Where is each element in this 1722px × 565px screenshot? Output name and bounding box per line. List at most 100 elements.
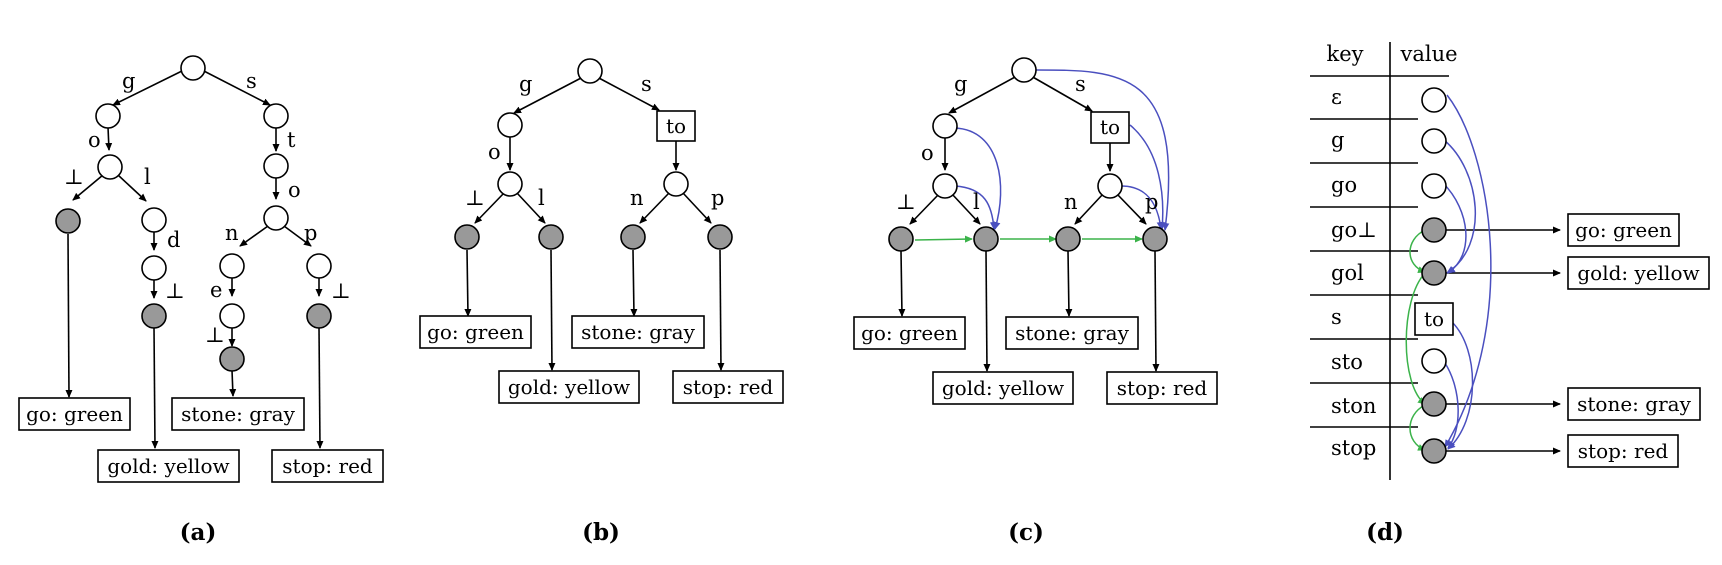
b-leaf-stop bbox=[707, 224, 733, 250]
value-node-epsilon bbox=[1421, 87, 1447, 113]
key-cell: s bbox=[1331, 305, 1342, 329]
value-box-stone: stone: gray bbox=[1015, 321, 1129, 345]
edge-label: g bbox=[954, 72, 967, 96]
edge-label: t bbox=[287, 128, 296, 152]
c-node-g bbox=[932, 113, 958, 139]
value-node-g bbox=[1421, 128, 1447, 154]
b-root-node bbox=[577, 58, 603, 84]
panel-b-edges bbox=[464, 76, 725, 371]
panel-a-value-boxes: go: green gold: yellow stone: gray stop:… bbox=[18, 397, 384, 483]
value-compressed-label: to bbox=[1424, 307, 1444, 331]
edge-label: ⊥ bbox=[205, 323, 225, 347]
key-cell: ston bbox=[1331, 394, 1376, 418]
b-leaf-stone bbox=[620, 224, 646, 250]
panel-a-edges bbox=[65, 68, 324, 449]
c-leaf-gold bbox=[973, 226, 999, 252]
value-column-header: value bbox=[1399, 42, 1457, 66]
edge-label: s bbox=[246, 69, 257, 93]
c-leaf-stop bbox=[1142, 226, 1168, 252]
a-node-ston bbox=[219, 253, 245, 279]
key-column-header: key bbox=[1326, 42, 1363, 66]
panel-b-trie: to g s o ⊥ l n p go: green gold: yellow … bbox=[419, 58, 784, 546]
value-node-sto bbox=[1421, 348, 1447, 374]
a-root-node bbox=[180, 55, 206, 81]
panel-c-blue-pointers bbox=[954, 69, 1170, 231]
panel-c-edges bbox=[898, 75, 1160, 372]
key-cell: sto bbox=[1331, 350, 1363, 374]
edge-label: g bbox=[519, 72, 532, 96]
value-box-go: go: green bbox=[1575, 218, 1672, 242]
edge-label: l bbox=[144, 165, 151, 189]
panel-d-green-pointers bbox=[1405, 229, 1426, 451]
a-leaf-stop bbox=[306, 303, 332, 329]
edge-label: ⊥ bbox=[896, 190, 916, 214]
a-leaf-go bbox=[55, 208, 81, 234]
value-box-stone: stone: gray bbox=[581, 320, 695, 344]
panel-c-labels: g s o ⊥ l n p bbox=[896, 72, 1158, 214]
value-leaf-go bbox=[1421, 217, 1447, 243]
panel-c-trie: to g s o ⊥ l n p go: green gold: yellow … bbox=[853, 57, 1218, 546]
edge-label: e bbox=[210, 278, 222, 302]
edge-label: p bbox=[304, 221, 317, 245]
value-box-stop: stop: red bbox=[282, 454, 373, 478]
a-node-gol bbox=[141, 207, 167, 233]
a-node-g bbox=[95, 103, 121, 129]
edge-label: o bbox=[921, 141, 934, 165]
value-leaf-ston bbox=[1421, 391, 1447, 417]
a-node-st bbox=[263, 153, 289, 179]
key-cells: ε g go go⊥ gol s sto ston stop bbox=[1331, 85, 1377, 460]
a-node-go bbox=[97, 154, 123, 180]
edge-label: l bbox=[538, 186, 545, 210]
edge-label: ⊥ bbox=[64, 165, 84, 189]
caption-b: (b) bbox=[582, 519, 620, 546]
value-box-go: go: green bbox=[861, 321, 958, 345]
b-node-go bbox=[497, 171, 523, 197]
panel-c-green-pointers bbox=[914, 235, 1143, 243]
key-cell: ε bbox=[1331, 85, 1342, 109]
edge-label: ⊥ bbox=[165, 279, 185, 303]
edge-label: o bbox=[288, 178, 301, 202]
a-leaf-gold bbox=[141, 303, 167, 329]
c-leaf-stone bbox=[1055, 226, 1081, 252]
value-compressed-node bbox=[1414, 302, 1454, 336]
key-cell: stop bbox=[1331, 436, 1376, 460]
edge-label: o bbox=[488, 140, 501, 164]
value-leaf-gol bbox=[1421, 260, 1447, 286]
value-box-stone: stone: gray bbox=[1577, 392, 1691, 416]
panel-d-value-boxes: go: green gold: yellow stone: gray stop:… bbox=[1567, 213, 1710, 468]
b-leaf-go bbox=[454, 224, 480, 250]
value-cells: to bbox=[1414, 87, 1454, 464]
value-box-stop: stop: red bbox=[683, 375, 774, 399]
c-compressed-node bbox=[1090, 111, 1130, 144]
caption-d: (d) bbox=[1366, 519, 1404, 546]
edge-label: n bbox=[225, 221, 239, 245]
edge-label: p bbox=[1145, 190, 1158, 214]
edge-label: g bbox=[122, 69, 135, 93]
panel-d-blue-pointers bbox=[1442, 94, 1492, 450]
c-node-sto bbox=[1097, 173, 1123, 199]
b-node-g bbox=[497, 112, 523, 138]
edge-label: o bbox=[88, 128, 101, 152]
a-node-gold bbox=[141, 255, 167, 281]
panel-a-trie: g s o t ⊥ l d ⊥ o n p e ⊥ ⊥ go: green go… bbox=[18, 55, 384, 546]
b-leaf-gold bbox=[538, 224, 564, 250]
caption-a: (a) bbox=[180, 519, 217, 546]
a-node-s bbox=[263, 103, 289, 129]
panel-b-nodes: to bbox=[454, 58, 733, 250]
panel-b-labels: g s o ⊥ l n p bbox=[465, 72, 724, 210]
caption-c: (c) bbox=[1008, 519, 1044, 546]
edge-label: s bbox=[641, 72, 652, 96]
c-root-node bbox=[1011, 57, 1037, 83]
edge-label: ⊥ bbox=[331, 279, 351, 303]
value-box-gold: gold: yellow bbox=[1577, 261, 1699, 285]
edge-label: n bbox=[1064, 190, 1078, 214]
edge-label: d bbox=[167, 228, 180, 252]
edge-label: p bbox=[711, 186, 724, 210]
value-box-gold: gold: yellow bbox=[508, 375, 630, 399]
row-separators bbox=[1310, 75, 1449, 428]
c-leaf-go bbox=[888, 226, 914, 252]
edge-label: n bbox=[630, 186, 644, 210]
a-node-sto bbox=[263, 205, 289, 231]
edge-label: s bbox=[1075, 72, 1086, 96]
